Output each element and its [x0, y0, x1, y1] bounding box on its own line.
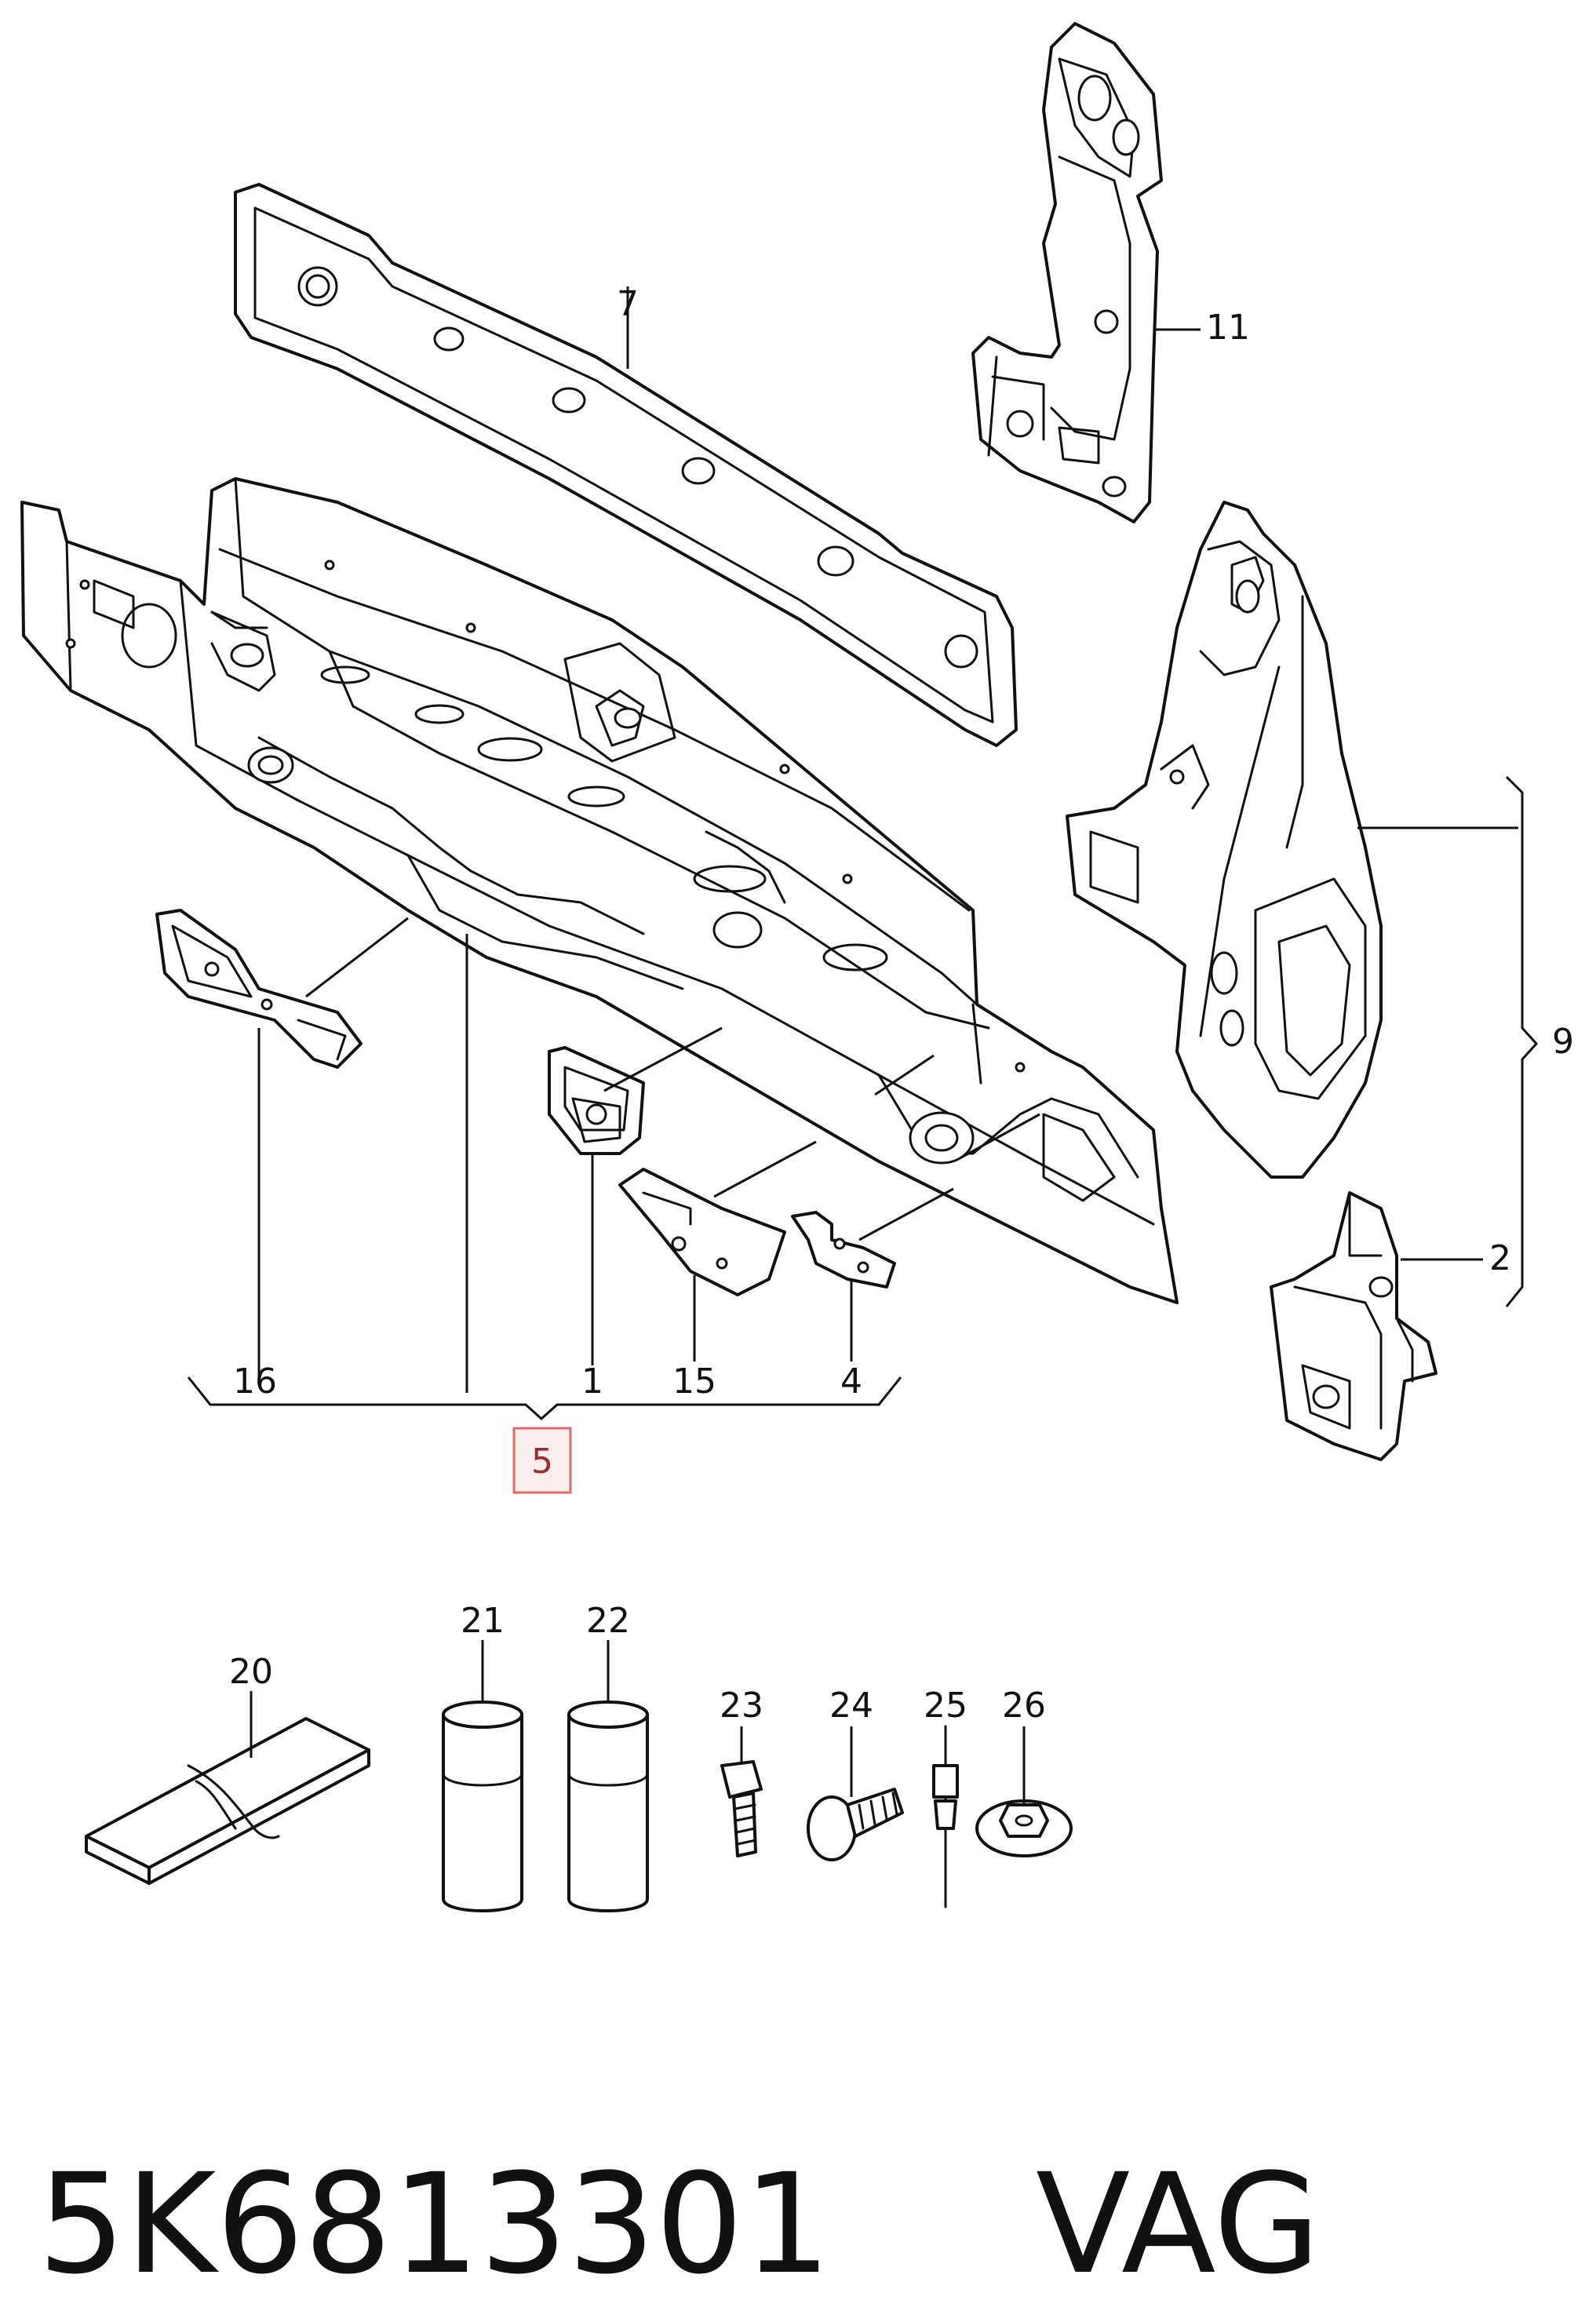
part-24-screw[interactable]: [807, 1726, 904, 1861]
callout-21: 21: [461, 1601, 505, 1641]
part-23-bolt[interactable]: [720, 1726, 763, 1857]
callout-22: 22: [586, 1601, 630, 1641]
part-26-nut[interactable]: [975, 1726, 1073, 1857]
part-20-tape-strip[interactable]: [85, 1691, 370, 1885]
part-4-small-bracket[interactable]: [791, 1211, 896, 1289]
callout-15: 15: [672, 1361, 716, 1402]
footer-part-number: 5K6813301: [38, 2144, 831, 2305]
callout-1: 1: [581, 1361, 603, 1402]
part-21-spray-can[interactable]: [442, 1640, 523, 1912]
part-5-rear-panel-assembly[interactable]: [20, 477, 1179, 1304]
callout-labels: 7 11 9 2 16 1 15 4 20 21 22 23 24 25 26: [229, 284, 1574, 1726]
part-22-spray-can[interactable]: [567, 1640, 649, 1912]
callout-7: 7: [617, 284, 639, 324]
callout-24: 24: [829, 1686, 873, 1726]
callout-5-highlighted[interactable]: 5: [512, 1427, 572, 1494]
part-9-side-panel[interactable]: [1066, 501, 1383, 1179]
part-15-plate[interactable]: [618, 1168, 786, 1296]
callout-11: 11: [1206, 308, 1250, 348]
leader-lines: [187, 286, 1539, 1421]
callout-4: 4: [840, 1361, 862, 1402]
callout-25: 25: [924, 1686, 967, 1726]
part-11-pillar-bracket[interactable]: [971, 22, 1163, 523]
part-25-rivet[interactable]: [932, 1725, 959, 1908]
part-1-clip[interactable]: [548, 1046, 645, 1155]
callout-9: 9: [1552, 1022, 1574, 1062]
part-16-bracket[interactable]: [155, 909, 363, 1069]
callout-2: 2: [1489, 1238, 1511, 1278]
part-2-lower-bracket[interactable]: [1270, 1191, 1437, 1461]
callout-5: 5: [531, 1442, 553, 1482]
callout-26: 26: [1002, 1686, 1046, 1726]
part-7-upper-cross-member[interactable]: [234, 183, 1018, 747]
footer-brand: VAG: [1036, 2144, 1321, 2305]
callout-20: 20: [229, 1652, 273, 1692]
callout-23: 23: [720, 1686, 763, 1726]
callout-16: 16: [233, 1361, 277, 1402]
